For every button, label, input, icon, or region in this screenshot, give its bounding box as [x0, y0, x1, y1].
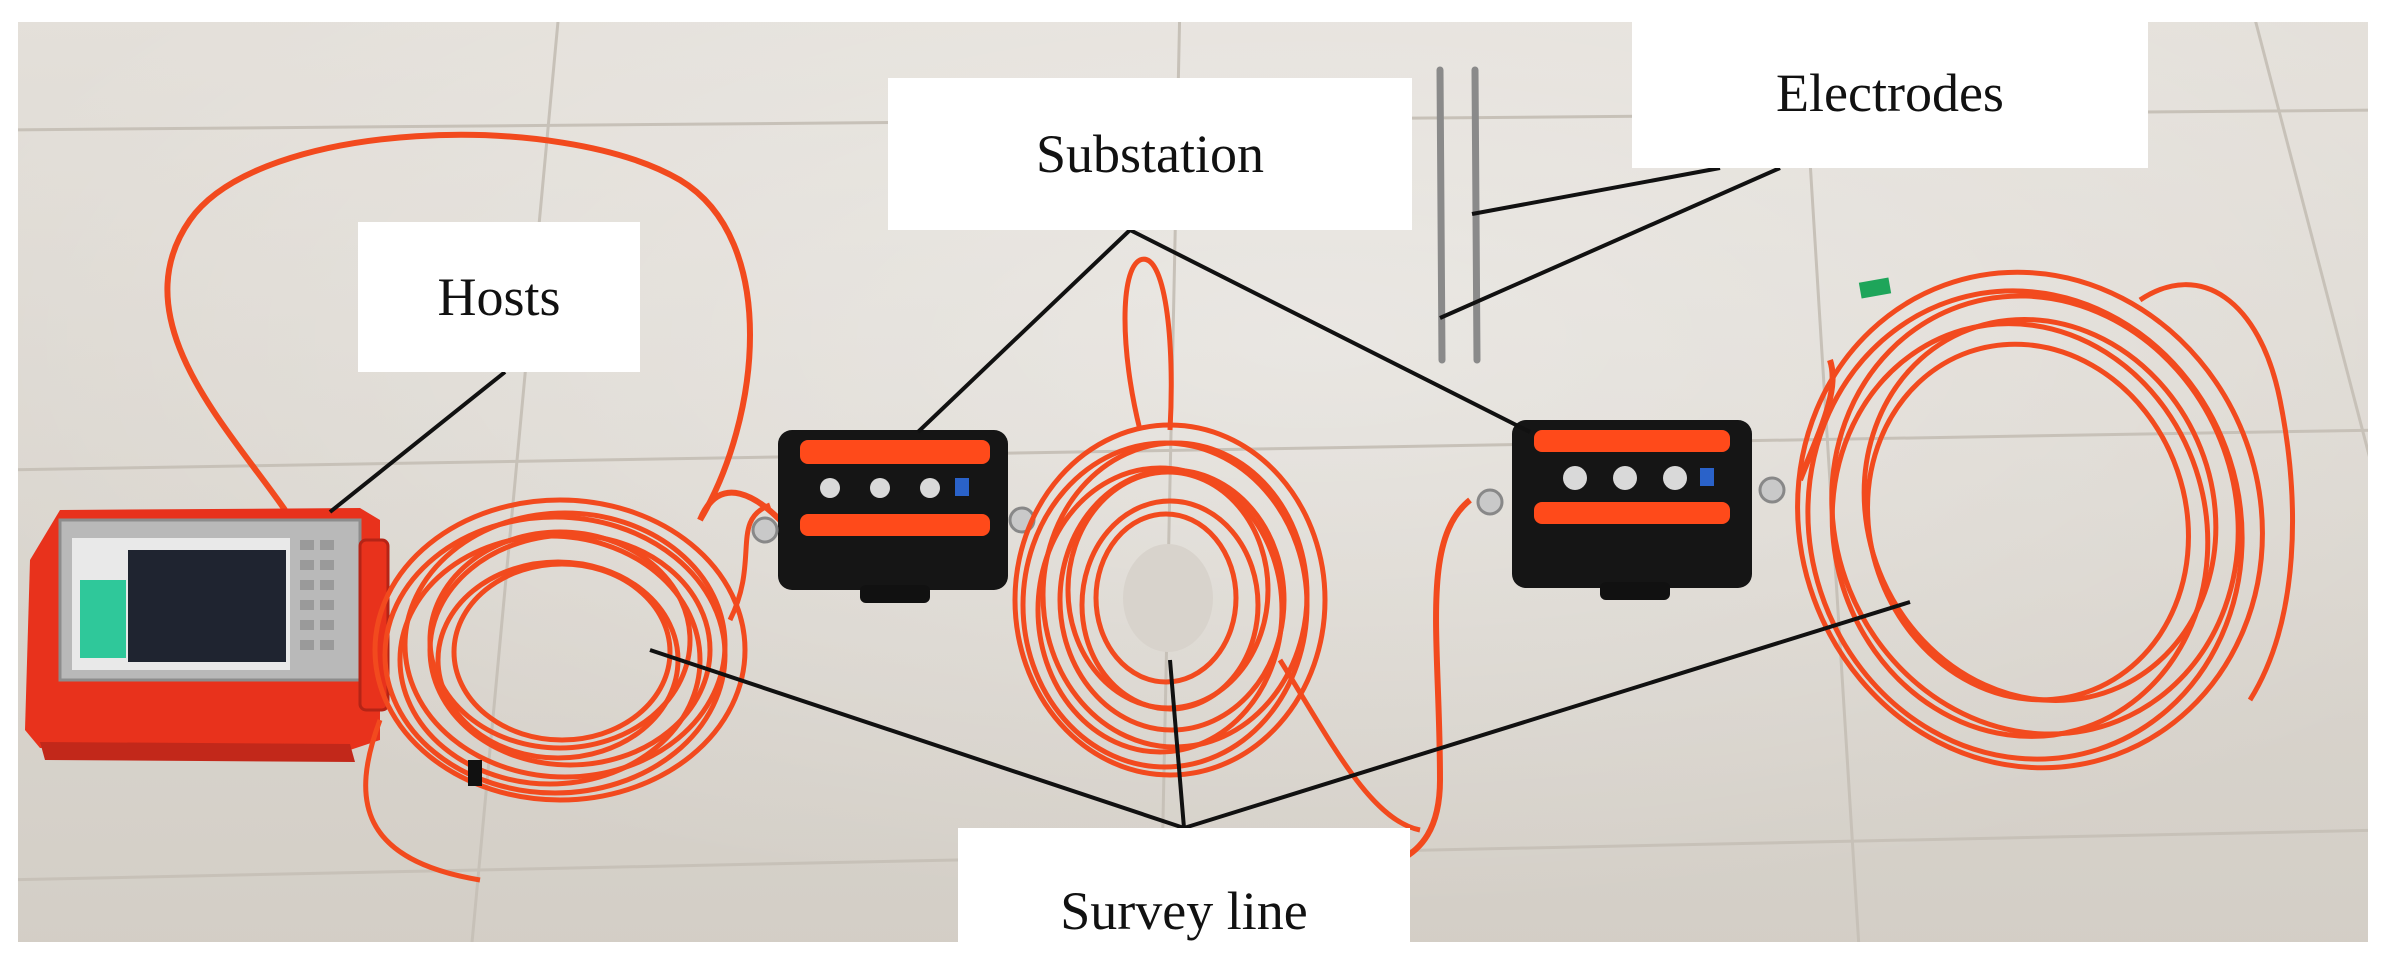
connecting-cables	[1398, 359, 1836, 863]
host-loop-cable	[164, 131, 783, 523]
leader-lines	[328, 166, 1911, 830]
cable-coil-3	[1795, 269, 2295, 771]
substation-box-2	[1476, 420, 1786, 600]
cable-coil-1	[363, 497, 771, 883]
host-device	[25, 508, 390, 762]
coil-2-center	[1123, 544, 1213, 652]
electrodes-label: Electrodes	[1632, 18, 2148, 168]
cable-clip	[468, 760, 482, 786]
substation-label: Substation	[888, 78, 1412, 230]
hosts-label: Hosts	[358, 222, 640, 372]
cable-coil-2	[1012, 256, 1421, 833]
substation-box-1	[751, 430, 1036, 603]
survey-line-label: Survey line	[958, 828, 1410, 964]
green-tape-marker	[1858, 277, 1892, 299]
